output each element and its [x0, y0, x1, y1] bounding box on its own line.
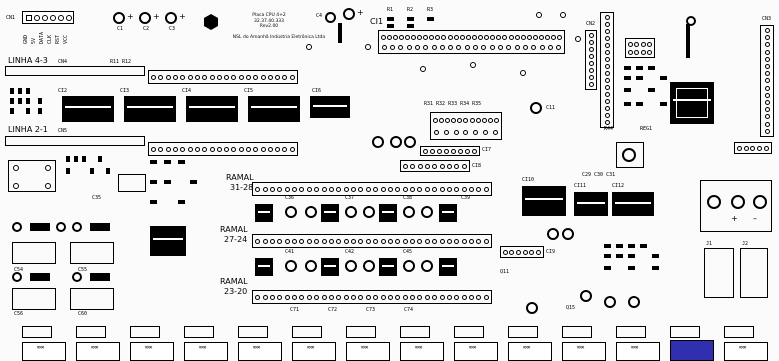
bus-row-2: [252, 234, 492, 248]
smd-cluster-center-left: [60, 150, 220, 220]
crystal-lead: [686, 24, 690, 58]
header-power: [734, 142, 772, 154]
ic-ci8: [400, 160, 470, 172]
ic-ci2: [62, 96, 114, 122]
label-linha-2-1: LINHA 2-1: [8, 125, 48, 134]
bottom-caps: C71 C72 C73 C74: [290, 307, 414, 313]
ramal-1: RAMAL 31-28: [226, 173, 254, 192]
title-line-4: NSL do Amanhã Indústria Eletrônica Ltda: [232, 35, 326, 40]
ic-ci12: [612, 192, 654, 216]
header-right-1: [600, 12, 614, 128]
cap: [404, 136, 416, 148]
cap: [390, 136, 402, 148]
via: [575, 36, 581, 42]
ic-ci3: [124, 96, 176, 122]
header-right-0: [585, 30, 597, 90]
header-row-top: [148, 70, 298, 84]
crystal-left: [118, 174, 146, 192]
ic-ci5: [248, 96, 300, 122]
trimmer: [616, 142, 644, 168]
left-diode-column: [12, 216, 122, 312]
cap-top-right: [686, 16, 696, 26]
header-row-mid: [148, 142, 298, 156]
ramal-3: RAMAL 23-20: [220, 277, 248, 296]
highlighted-connector: [670, 340, 714, 361]
cap-row-1: C36 C37 C38 C39: [255, 196, 485, 230]
ic-ci1: [378, 30, 565, 54]
relay-left: [8, 160, 56, 192]
smd-cluster-right: [620, 62, 680, 122]
diode-bar: [338, 23, 342, 43]
power-terminal: + –: [700, 180, 772, 232]
smd-cluster-left: [8, 86, 58, 126]
cap-row-2: C41 C42 C45: [255, 250, 485, 284]
ic-ci6: [310, 96, 350, 118]
ic-left-mid: [150, 226, 186, 256]
transistor-q15: [580, 290, 592, 302]
cn1-pin-labels: GND 5V DATA CLK RST VCC: [23, 31, 69, 44]
ic-ci9: [500, 246, 544, 258]
via: [560, 12, 566, 18]
title-line-1: Placa CPU 4+2: [252, 13, 286, 18]
cap: [372, 136, 384, 148]
cap-c11: [530, 102, 542, 114]
via: [520, 70, 526, 76]
relay-strip: [20, 324, 770, 340]
hexagon-logo-icon: [204, 14, 218, 30]
cap-c4: [325, 12, 336, 23]
via: [470, 62, 476, 68]
connector-cn1: [22, 11, 74, 24]
ic-ci7: [420, 146, 480, 156]
header-right-2: [760, 25, 774, 137]
line-bus-top: [5, 66, 145, 76]
bus-row-1: [252, 182, 492, 196]
via: [420, 66, 426, 72]
cap-d1: [343, 8, 355, 20]
label-linha-4-3: LINHA 4-3: [8, 56, 48, 65]
resistors-r1-r3: R1 R2 R3: [385, 8, 445, 32]
smd-cluster-lower-right: [600, 240, 770, 320]
caps-top-group: + + + C1 C2 C3: [113, 10, 193, 34]
bottom-connector-row: ∞∞ ∞∞ ∞∞ ∞∞ ∞∞ ∞∞ ∞∞ ∞∞ ∞∞ ∞∞ ∞∞ ∞∞ ∞∞: [0, 340, 779, 361]
title-line-3: Rev2.00: [259, 24, 279, 30]
label-cn1: CN1: [6, 15, 16, 21]
ic-ci10: [522, 186, 566, 216]
line-bus-mid: [5, 136, 145, 146]
via: [306, 44, 312, 50]
via: [365, 44, 371, 50]
title-line-2: 32.37.40.333: [253, 18, 285, 24]
bus-row-3: [252, 290, 492, 304]
ic-ci11: [574, 192, 608, 216]
ramal-2: RAMAL 27-24: [220, 225, 248, 244]
via: [536, 12, 542, 18]
board-title-block: Placa CPU 4+2 32.37.40.333 Rev2.00: [224, 13, 314, 30]
resistor-network: [430, 112, 502, 140]
ic-right-small: [625, 38, 655, 58]
ic-ci4: [186, 96, 238, 122]
